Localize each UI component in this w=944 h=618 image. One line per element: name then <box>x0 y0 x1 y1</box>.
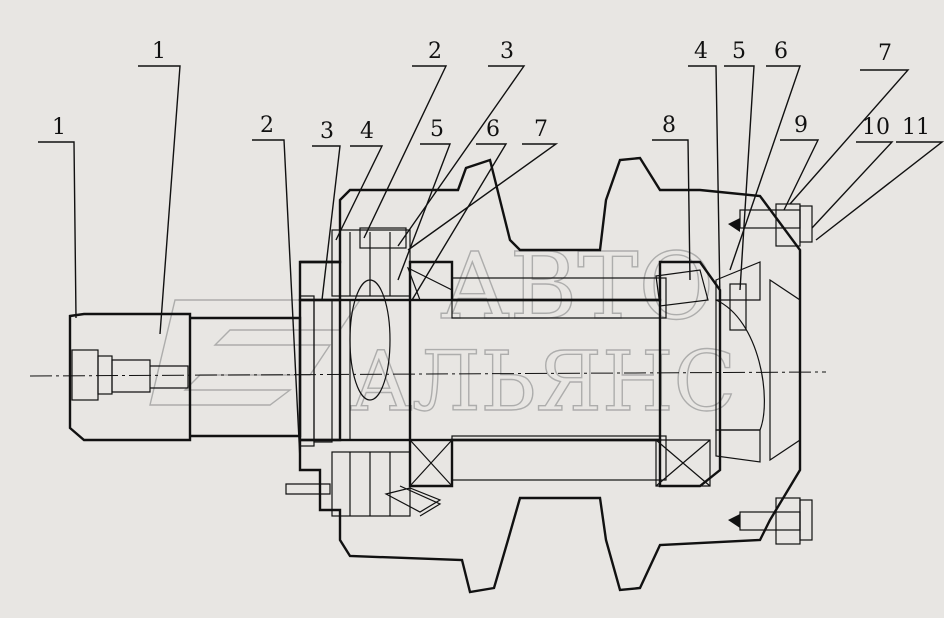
callout-mid-7: 7 <box>534 117 548 142</box>
watermark-line-2: АЛЬЯНС <box>350 335 736 430</box>
callout-top-3: 3 <box>500 39 514 64</box>
callout-left-4: 4 <box>360 119 374 144</box>
callout-labels: 1 1 2 3 4 2 3 5 6 7 8 4 5 6 7 9 10 11 <box>52 39 930 144</box>
callout-right-5: 5 <box>732 39 746 64</box>
callout-left-2: 2 <box>260 113 274 138</box>
callout-right-8: 8 <box>662 113 676 138</box>
callout-top-2: 2 <box>428 39 442 64</box>
callout-top-1: 1 <box>152 39 166 64</box>
callout-mid-6: 6 <box>486 117 500 142</box>
centerline <box>29 371 827 377</box>
callout-right-10: 10 <box>862 115 890 140</box>
callout-right-7: 7 <box>878 41 892 66</box>
right-seal-stack <box>655 203 813 545</box>
callout-right-9: 9 <box>794 113 808 138</box>
roller-body <box>298 156 802 594</box>
callout-right-6: 6 <box>774 39 788 64</box>
callout-left-1: 1 <box>52 115 66 140</box>
watermark-logo <box>149 299 362 406</box>
leader-lines <box>38 65 944 461</box>
callout-right-4: 4 <box>694 39 708 64</box>
callout-right-11: 11 <box>902 115 930 140</box>
callout-mid-5: 5 <box>430 117 444 142</box>
left-seal-stack <box>285 227 453 517</box>
callout-left-3: 3 <box>320 119 334 144</box>
left-shaft-end <box>68 312 302 442</box>
